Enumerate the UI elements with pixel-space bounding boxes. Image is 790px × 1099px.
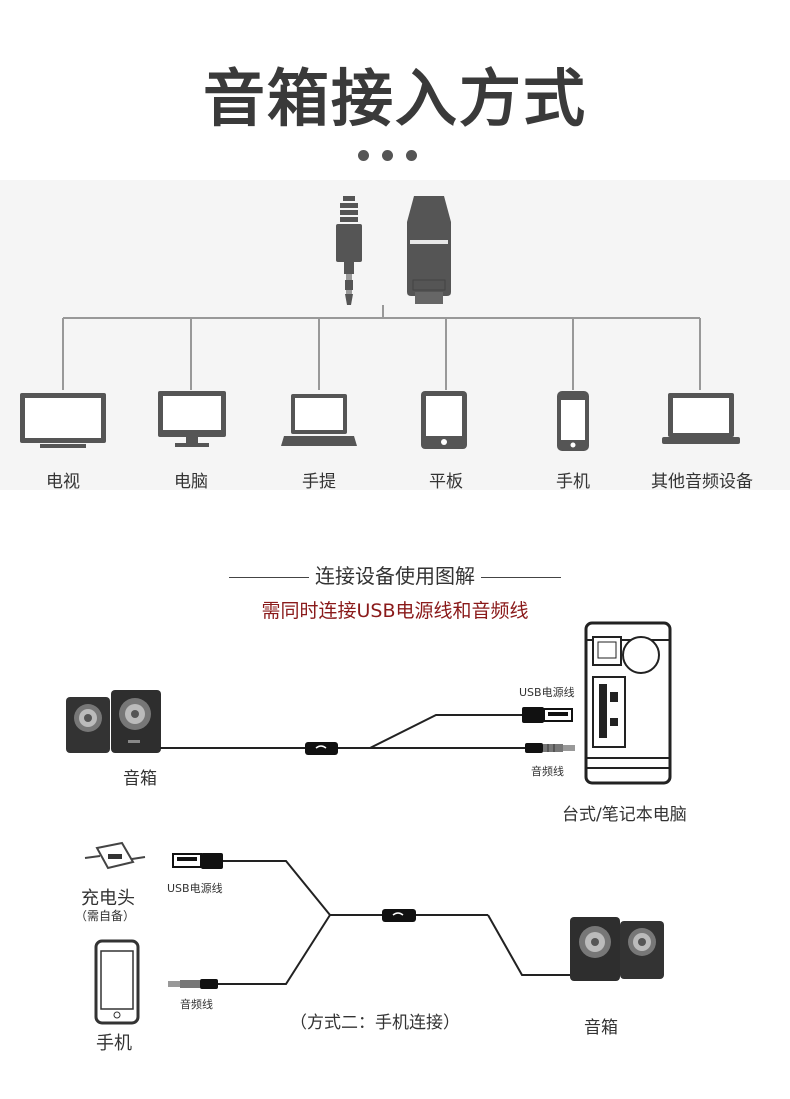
usb-connector-icon — [522, 707, 573, 723]
audio-cable-label: 音频线 — [180, 998, 213, 1011]
usb-cable-label: USB电源线 — [167, 882, 223, 895]
usb-cable-label: USB电源线 — [519, 686, 575, 699]
phone-label: 手机 — [96, 1033, 132, 1054]
laptop-icon — [281, 394, 357, 446]
usb-plug-icon — [407, 196, 451, 304]
audio-connector-icon — [525, 743, 575, 753]
volume-control-icon — [305, 742, 338, 755]
speaker-label: 音箱 — [123, 769, 157, 789]
device-label-phone: 手机 — [556, 472, 590, 492]
device-label-tv: 电视 — [46, 472, 80, 492]
usb-connector-icon — [172, 853, 223, 869]
cable-lines-1 — [160, 714, 525, 749]
audio-connector-icon — [168, 979, 218, 989]
divider-line — [229, 577, 309, 578]
phone-icon — [557, 391, 589, 451]
connection-note: 需同时连接USB电源线和音频线 — [261, 600, 529, 622]
speaker-pair-icon — [66, 690, 161, 753]
section-title-text: 连接设备使用图解 — [315, 564, 475, 588]
charger-icon — [84, 841, 146, 870]
dot-indicator — [406, 150, 417, 161]
notebook-icon — [662, 393, 740, 444]
tv-icon — [20, 393, 106, 448]
audio-jack-icon — [336, 196, 362, 305]
volume-control-icon — [382, 909, 416, 922]
method-label: （方式二：手机连接） — [290, 1013, 460, 1033]
device-label-laptop: 手提 — [302, 472, 336, 492]
cable-lines-2 — [218, 860, 572, 985]
device-label-tablet: 平板 — [429, 472, 463, 492]
speaker-pair-icon — [570, 917, 664, 981]
speaker-label: 音箱 — [584, 1018, 618, 1038]
device-label-desktop: 电脑 — [174, 472, 208, 492]
device-label-other: 其他音频设备 — [651, 472, 753, 492]
dot-indicator — [382, 150, 393, 161]
device-panel — [0, 180, 790, 490]
tablet-icon — [421, 391, 467, 449]
pc-label: 台式/笔记本电脑 — [562, 805, 687, 825]
section-title: 连接设备使用图解 — [0, 560, 790, 589]
divider-line — [481, 577, 561, 578]
audio-cable-label: 音频线 — [531, 765, 564, 778]
phone-device-icon — [94, 939, 140, 1025]
tree-lines — [62, 305, 701, 390]
page-title: 音箱接入方式 — [202, 62, 587, 135]
desktop-monitor-icon — [158, 391, 226, 447]
charger-note: （需自备） — [75, 909, 136, 923]
pc-tower-icon — [584, 621, 672, 785]
charger-label: 充电头 — [81, 888, 135, 909]
dot-indicator — [358, 150, 369, 161]
